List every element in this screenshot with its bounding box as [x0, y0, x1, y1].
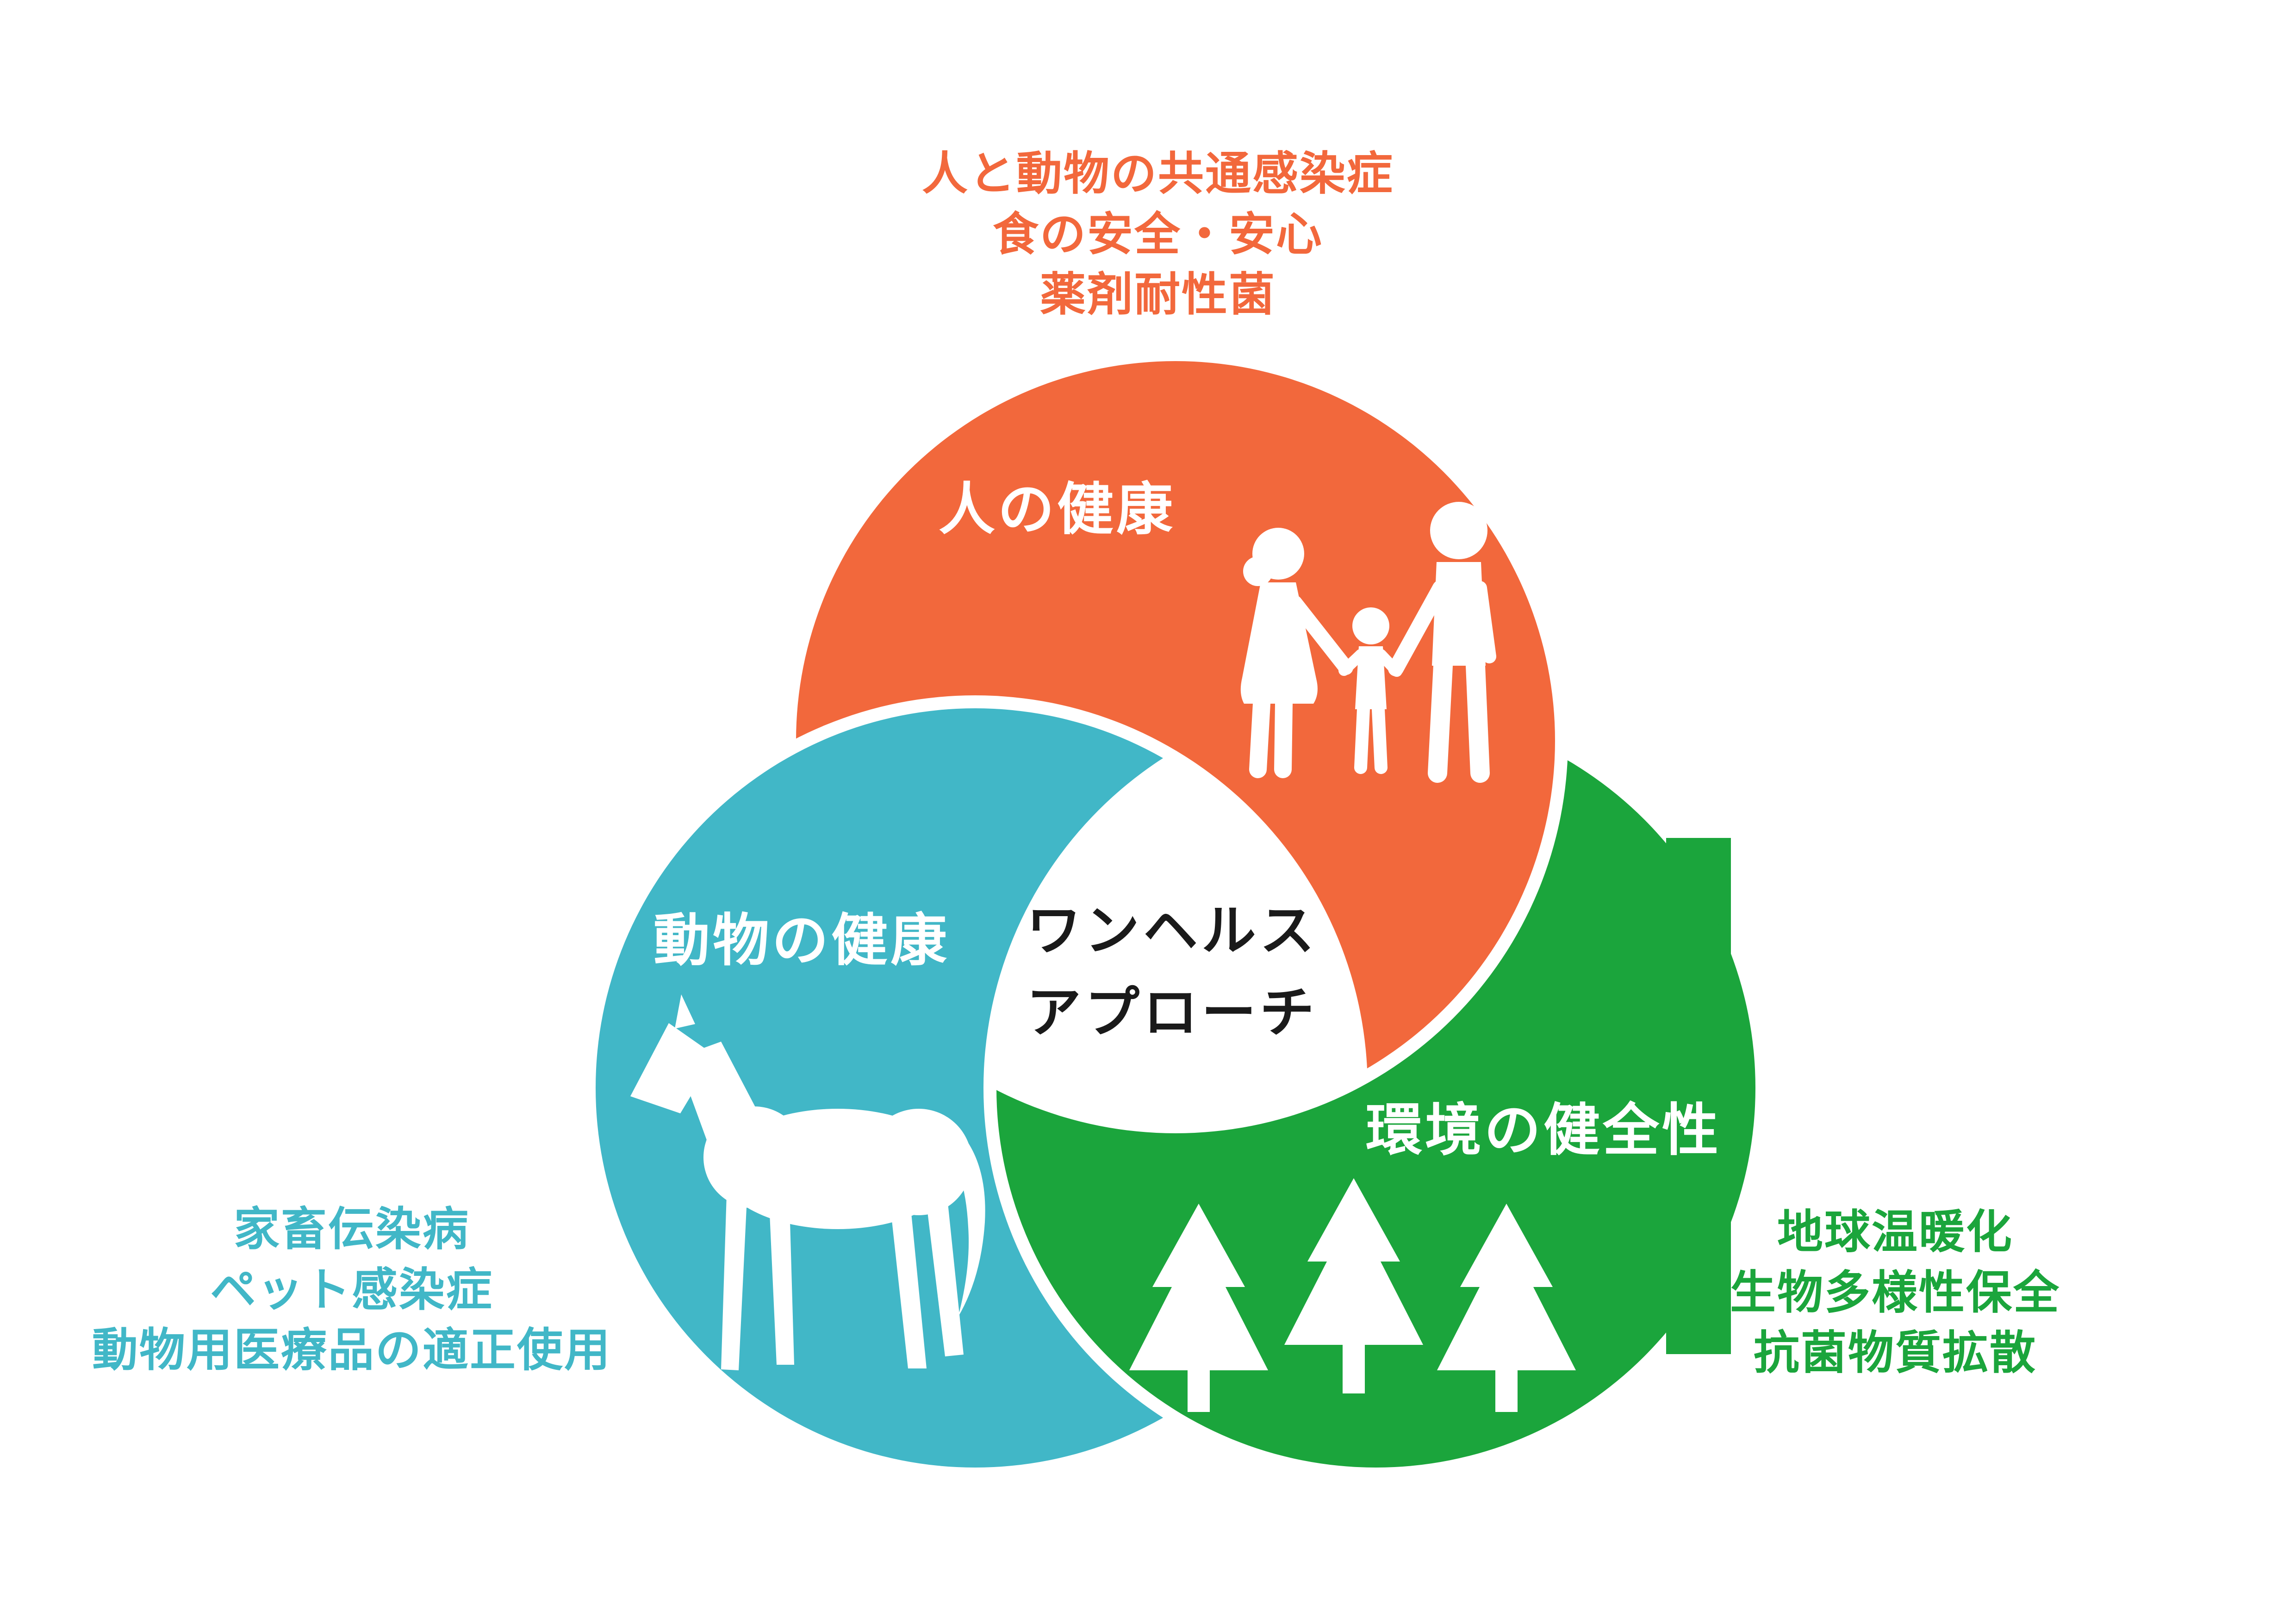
human-topic-1: 人と動物の共通感染症 — [922, 148, 1394, 199]
animal-topic-2: ペット感染症 — [210, 1263, 493, 1315]
environment-topic-3: 抗菌物質拡散 — [1754, 1327, 2037, 1379]
center-title: ワンヘルス アプローチ — [1027, 890, 1318, 1054]
human-topic-2: 食の安全・安心 — [993, 208, 1323, 260]
horse-icon — [630, 994, 985, 1370]
animal-topics: 家畜伝染病 ペット感染症 動物用医療品の適正使用 — [92, 1199, 611, 1380]
human-circle — [796, 361, 1555, 1120]
human-topic-3: 薬剤耐性菌 — [1040, 269, 1276, 320]
trees-icon — [1129, 1178, 1576, 1412]
human-circle-label: 人の健康 — [939, 478, 1176, 541]
animal-topic-3: 動物用医療品の適正使用 — [92, 1324, 611, 1376]
environment-topics: 地球温暖化 生物多様性保全 抗菌物質拡散 — [1730, 1202, 2060, 1383]
family-icon — [1240, 502, 1496, 783]
human-topics: 人と動物の共通感染症 食の安全・安心 薬剤耐性菌 — [922, 144, 1394, 325]
center-title-line2: アプローチ — [1026, 982, 1319, 1043]
environment-topic-2: 生物多様性保全 — [1730, 1266, 2060, 1318]
center-title-line1: ワンヘルス — [1026, 900, 1319, 962]
animal-topic-1: 家畜伝染病 — [234, 1203, 470, 1255]
animal-circle-label: 動物の健康 — [653, 909, 950, 972]
environment-topic-1: 地球温暖化 — [1777, 1206, 2013, 1257]
environment-circle-label: 環境の健全性 — [1366, 1099, 1721, 1162]
